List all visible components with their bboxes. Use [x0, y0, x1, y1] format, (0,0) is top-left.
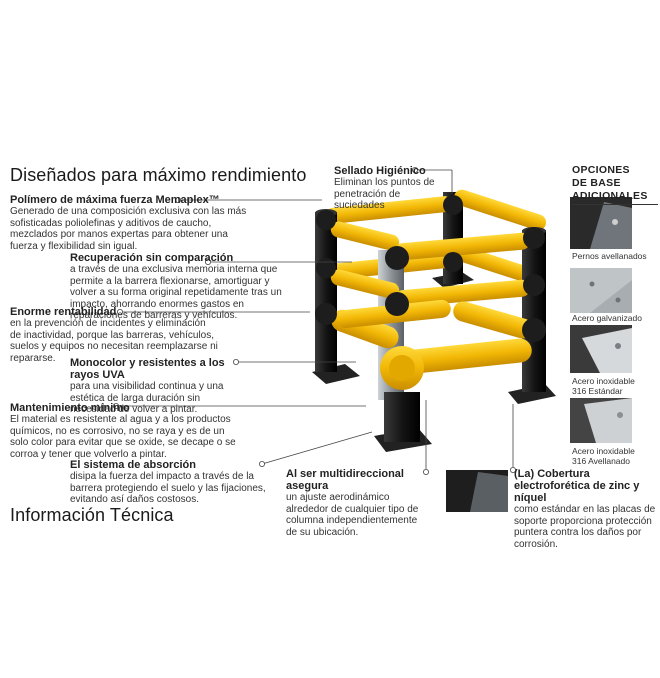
feature-text: Eliminan los puntos de penetración de su… — [334, 177, 435, 211]
feature-text: El material es resistente al agua y a lo… — [10, 414, 236, 460]
base-option-swatches — [446, 197, 632, 512]
feature-absorption: El sistema de absorción disipa la fuerza… — [70, 459, 284, 506]
feature-title: Enorme rentabilidad — [10, 306, 117, 318]
rail — [330, 221, 400, 251]
feature-hygienic-seal: Sellado Higiénico Eliminan los puntos de… — [334, 165, 446, 212]
feature-text: en la prevención de incidentes y elimina… — [10, 318, 218, 364]
feature-text: a través de una exclusiva memoria intern… — [70, 264, 282, 321]
rail — [404, 338, 532, 374]
feature-text: para una visibilidad continua y una esté… — [70, 381, 224, 415]
feature-title: Recuperación sin comparación — [70, 252, 234, 264]
feature-title: Sellado Higiénico — [334, 165, 426, 177]
callout-dots — [113, 166, 516, 475]
feature-title: Polímero de máxima fuerza Memaplex™ — [10, 194, 220, 206]
option-label-stainless-countersunk: Acero inoxidable 316 Avellanado — [572, 446, 635, 466]
feature-title: Mantenimiento mínimo — [10, 402, 130, 414]
feature-title: El sistema de absorción — [70, 459, 196, 471]
option-label-countersunk-bolts: Pernos avellanados — [572, 251, 647, 261]
rail — [395, 279, 530, 308]
corner-joints — [315, 195, 546, 342]
feature-zinc-coating: (La) Cobertura electroforética de zinc y… — [514, 468, 658, 550]
rail — [453, 189, 547, 231]
feature-text: disipa la fuerza del impacto a través de… — [70, 471, 266, 505]
feature-recovery: Recuperación sin comparación a través de… — [70, 252, 296, 322]
feature-maintenance: Mantenimiento mínimo El material es resi… — [10, 402, 238, 460]
post-front — [384, 392, 420, 442]
feature-profitability: Enorme rentabilidad en la prevención de … — [10, 306, 218, 364]
feature-uv: Monocolor y resistentes a los rayos UVA … — [70, 357, 240, 416]
rail — [325, 196, 453, 224]
base-options-heading: OPCIONES DE BASE ADICIONALES — [572, 164, 658, 205]
feature-polymer: Polímero de máxima fuerza Memaplex™ Gene… — [10, 194, 250, 252]
feature-text: como estándar en las placas de soporte p… — [514, 504, 656, 550]
feature-title: Al ser multidireccional asegura — [286, 468, 404, 492]
option-label-galvanized: Acero galvanizado — [572, 313, 642, 323]
rail — [330, 269, 400, 299]
feature-text: Generado de una composición exclusiva co… — [10, 206, 247, 252]
footer-heading: Información Técnica — [10, 505, 174, 525]
option-label-stainless-standard: Acero inoxidable 316 Estándar — [572, 376, 635, 396]
feature-text: un ajuste aerodinámico alrededor de cual… — [286, 492, 419, 538]
main-heading: Diseñados para máximo rendimiento — [10, 165, 307, 185]
rail — [453, 301, 533, 339]
feature-multidirectional: Al ser multidireccional asegura un ajust… — [286, 468, 422, 538]
rail — [395, 232, 530, 261]
callout-lines — [116, 169, 514, 470]
post-right — [522, 230, 546, 392]
feature-title: (La) Cobertura electroforética de zinc y… — [514, 468, 640, 504]
post-left — [315, 212, 337, 372]
feature-title: Monocolor y resistentes a los rayos UVA — [70, 357, 225, 381]
